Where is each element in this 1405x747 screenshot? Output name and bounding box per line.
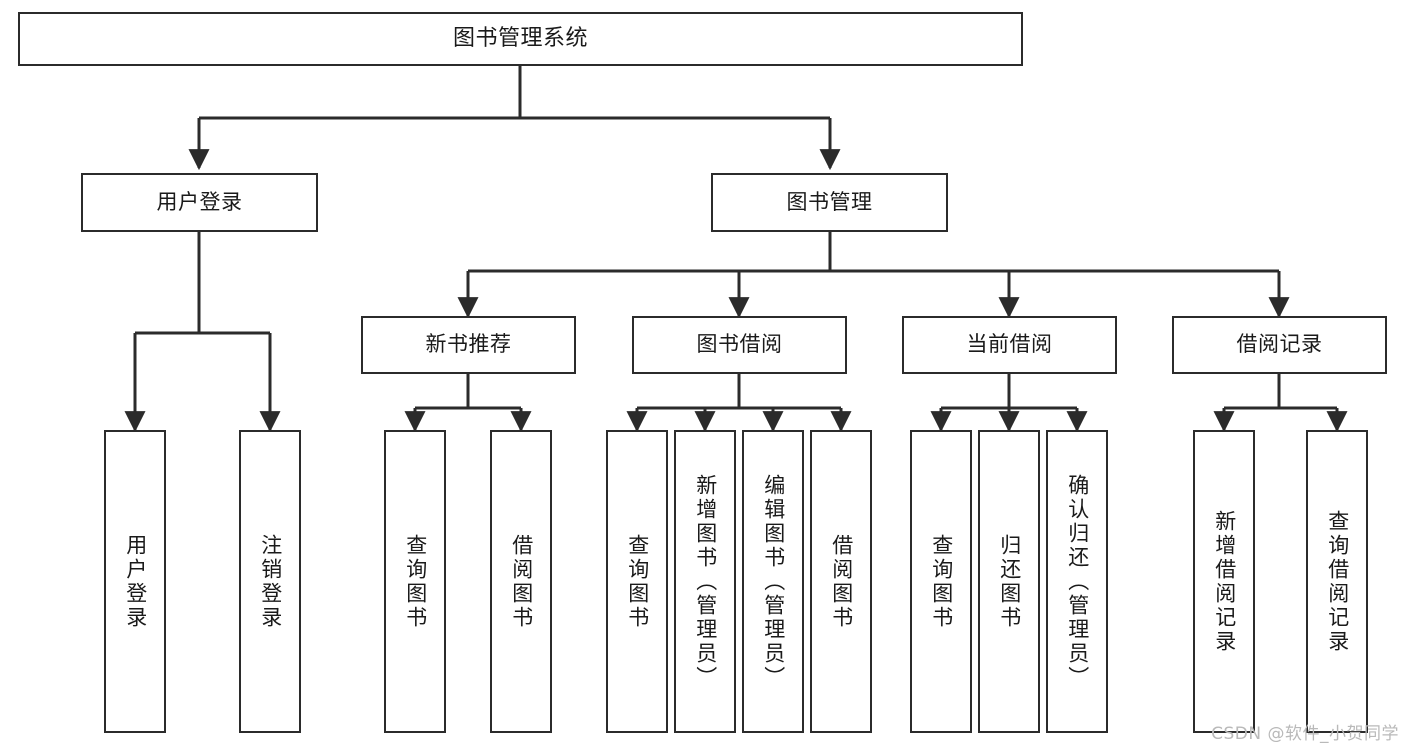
leaf-return-book[interactable]: 归还图书 bbox=[978, 430, 1040, 733]
node-label: 借阅图书 bbox=[509, 533, 534, 630]
node-label: 查询图书 bbox=[403, 533, 428, 630]
leaf-confirm-return-admin[interactable]: 确认归还（管理员） bbox=[1046, 430, 1108, 733]
node-label: 注销登录 bbox=[258, 533, 283, 630]
leaf-add-book-admin[interactable]: 新增图书（管理员） bbox=[674, 430, 736, 733]
leaf-edit-book-admin[interactable]: 编辑图书（管理员） bbox=[742, 430, 804, 733]
node-borrow-record[interactable]: 借阅记录 bbox=[1172, 316, 1387, 374]
node-label: 归还图书 bbox=[997, 533, 1022, 630]
node-label: 当前借阅 bbox=[966, 332, 1053, 357]
watermark-text: CSDN @软件_小贺同学 bbox=[1211, 724, 1399, 744]
node-label: 查询图书 bbox=[929, 533, 954, 630]
node-label: 图书管理 bbox=[786, 189, 873, 214]
node-label: 新书推荐 bbox=[425, 332, 512, 357]
node-label: 新增借阅记录 bbox=[1212, 509, 1237, 654]
node-label: 用户登录 bbox=[123, 533, 148, 630]
leaf-query-book-borrow[interactable]: 查询图书 bbox=[606, 430, 668, 733]
node-label: 查询借阅记录 bbox=[1325, 509, 1350, 654]
node-label: 新增图书（管理员） bbox=[693, 473, 718, 690]
node-label: 查询图书 bbox=[625, 533, 650, 630]
node-book-management[interactable]: 图书管理 bbox=[711, 173, 948, 232]
node-label: 编辑图书（管理员） bbox=[761, 473, 786, 690]
node-label: 用户登录 bbox=[156, 189, 243, 214]
node-book-borrow[interactable]: 图书借阅 bbox=[632, 316, 847, 374]
node-user-login[interactable]: 用户登录 bbox=[81, 173, 318, 232]
leaf-query-book-current[interactable]: 查询图书 bbox=[910, 430, 972, 733]
node-label: 借阅记录 bbox=[1236, 332, 1323, 357]
node-label: 图书借阅 bbox=[696, 332, 783, 357]
leaf-query-book-newbook[interactable]: 查询图书 bbox=[384, 430, 446, 733]
leaf-add-borrow-record[interactable]: 新增借阅记录 bbox=[1193, 430, 1255, 733]
node-new-book-recommend[interactable]: 新书推荐 bbox=[361, 316, 576, 374]
node-label: 确认归还（管理员） bbox=[1065, 473, 1090, 690]
leaf-user-login[interactable]: 用户登录 bbox=[104, 430, 166, 733]
node-label: 图书管理系统 bbox=[452, 25, 588, 51]
node-label: 借阅图书 bbox=[829, 533, 854, 630]
leaf-logout[interactable]: 注销登录 bbox=[239, 430, 301, 733]
leaf-borrow-book[interactable]: 借阅图书 bbox=[810, 430, 872, 733]
node-current-borrow[interactable]: 当前借阅 bbox=[902, 316, 1117, 374]
leaf-query-borrow-record[interactable]: 查询借阅记录 bbox=[1306, 430, 1368, 733]
leaf-borrow-book-newbook[interactable]: 借阅图书 bbox=[490, 430, 552, 733]
node-root-book-management-system[interactable]: 图书管理系统 bbox=[18, 12, 1023, 66]
